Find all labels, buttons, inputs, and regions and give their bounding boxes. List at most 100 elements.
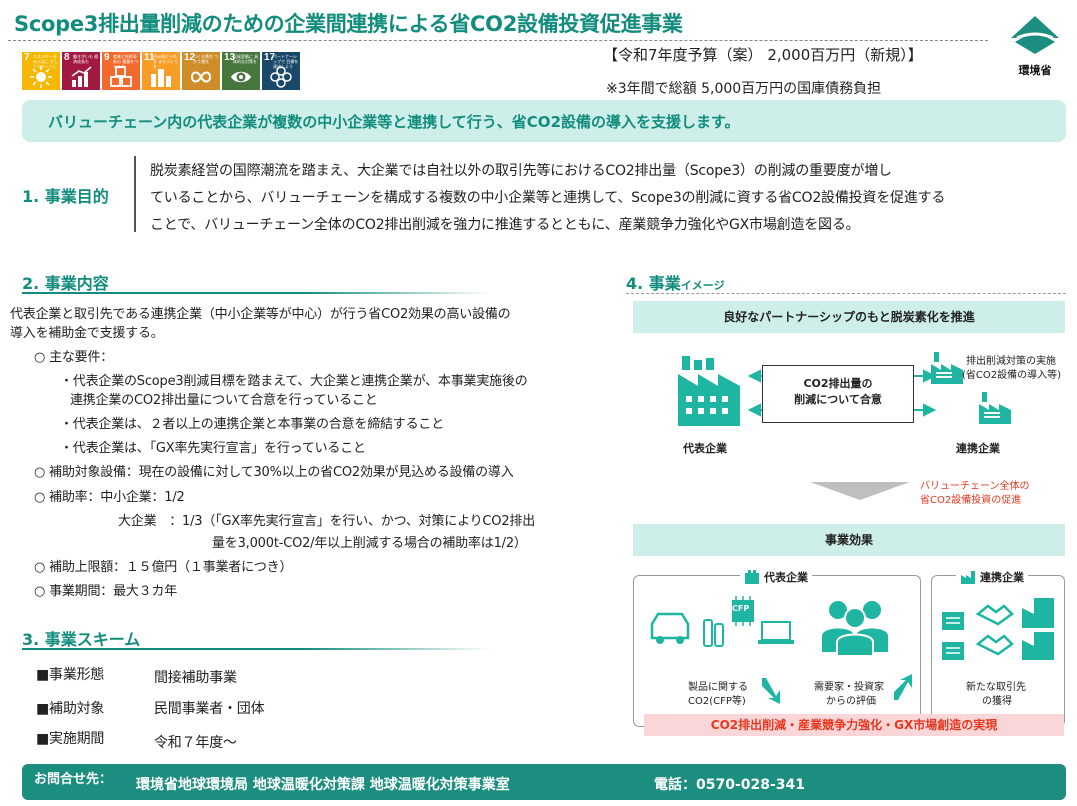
contact-label: お問合せ先： <box>34 772 113 787</box>
sdg-text: 気候変動に 具体的な対策を <box>233 54 259 64</box>
sdg-text: 住み続けられる まちづくりを <box>153 54 179 69</box>
evaluation-effect-text: 需要家・投資家 <box>814 682 884 693</box>
new-partners-text: の獲得 <box>982 696 1012 707</box>
evaluation-effect-text: からの評価 <box>826 696 876 707</box>
co2-box-text: CO2排出量の <box>803 377 873 390</box>
result-bar: CO2排出削減・産業競争力強化・GX市場創造の実現 <box>644 714 1064 736</box>
arrow-down-right-icon <box>762 678 780 704</box>
ministry-logo: 環境省 <box>1004 12 1066 78</box>
sdg-7-tile: 7 エネルギーをみんなに そしてクリーンに <box>22 52 60 90</box>
eligible-equipment: ○ 補助対象設備：現在の設備に対して30%以上の省CO2効果が見込める設備の導入 <box>34 465 514 480</box>
title-rule <box>8 40 988 41</box>
representative-effects-title-text: 代表企業 <box>764 571 808 584</box>
flower-icon <box>270 66 292 88</box>
value-chain-note: バリューチェーン全体の 省CO2設備投資の促進 <box>920 480 1030 508</box>
infinity-icon <box>190 71 212 83</box>
section2-heading: 2. 事業内容 <box>22 274 109 293</box>
partner-effects-title-text: 連携企業 <box>980 571 1024 584</box>
sdg-text: エネルギーをみんなに そしてクリーンに <box>33 54 59 69</box>
sdg-number: 8 <box>64 52 70 63</box>
purpose-line: ことで、バリューチェーン全体のCO2排出削減を強力に推進するとともに、産業競争力… <box>150 217 860 233</box>
factory-icon <box>678 356 740 426</box>
sdg-17-tile: 17 パートナーシップで 目標を達成しよう <box>262 52 300 90</box>
section4-heading: 4. 事業イメージ <box>626 270 725 294</box>
subsidy-rate: ○ 補助率：中小企業：1/2 <box>34 490 185 505</box>
representative-effects-title: 代表企業 <box>740 569 812 585</box>
sdg-number: 17 <box>264 52 276 63</box>
factory-small-icon <box>961 571 975 584</box>
scheme-value: 間接補助事業 <box>154 670 237 686</box>
partner-company-label: 連携企業 <box>956 442 1000 455</box>
cfp-chip-label: CFP <box>732 604 750 613</box>
purpose-line: 脱炭素経営の国際潮流を踏まえ、大企業では自社以外の取引先等におけるCO2排出量（… <box>150 163 892 179</box>
sdg-13-tile: 13 気候変動に 具体的な対策を <box>222 52 260 90</box>
requirements-heading: ○ 主な要件： <box>34 350 114 365</box>
co2-box-text: 削減について合意 <box>794 393 882 406</box>
representative-company-label: 代表企業 <box>683 442 727 455</box>
contact-phone: 電話：0570-028-341 <box>654 777 806 793</box>
down-chevron-icon <box>810 482 910 500</box>
budget-note: ※3年間で総額 5,000百万円の国庫債務負担 <box>606 81 882 97</box>
arrow-up-right-icon <box>894 674 912 700</box>
scheme-label: ■実施期間 <box>36 731 105 747</box>
section4-heading-sub: イメージ <box>680 279 725 292</box>
cubes-icon <box>110 66 132 87</box>
sdg-text: パートナーシップで 目標を達成しよう <box>273 54 299 69</box>
subsidy-limit: ○ 補助上限額：１５億円（１事業者につき） <box>34 560 293 575</box>
value-chain-note-line: バリューチェーン全体の <box>920 481 1030 492</box>
requirement-item: ・代表企業は、「GX率先実行宣言」を行っていること <box>60 441 366 456</box>
section1-divider <box>134 156 136 232</box>
sdg-number: 12 <box>184 52 196 63</box>
sdg-12-tile: 12 つくる責任 つかう責任 <box>182 52 220 90</box>
ministry-logo-icon <box>1011 16 1059 54</box>
summary-banner-text: バリューチェーン内の代表企業が複数の中小企業等と連携して行う、省CO2設備の導入… <box>48 113 740 131</box>
scheme-value: 令和７年度～ <box>154 735 237 751</box>
section2-rule <box>22 292 492 294</box>
handshake-icons <box>942 598 1054 660</box>
section3-heading: 3. 事業スキーム <box>22 630 141 649</box>
sdg-11-tile: 11 住み続けられる まちづくりを <box>142 52 180 90</box>
reduction-note: (省CO2設備の導入等) <box>962 370 1062 381</box>
sdgs-icons: 7 エネルギーをみんなに そしてクリーンに 8 働きがいも 経済成長も 9 産業… <box>22 52 300 90</box>
subsidy-rate-large: 量を3,000t-CO2/年以上削減する場合の補助率は1/2） <box>212 536 527 551</box>
page-title: Scope3排出量削減のための企業間連携による省CO2設備投資促進事業 <box>14 12 683 36</box>
section3-rule <box>22 648 492 650</box>
sdg-number: 7 <box>24 52 30 63</box>
city-icon <box>151 69 171 87</box>
section4-rule <box>626 293 1066 294</box>
scheme-label: ■事業形態 <box>36 667 105 683</box>
content-intro: 導入を補助金で支援する。 <box>10 326 164 341</box>
sdg-number: 13 <box>224 52 236 63</box>
contact-organization: 環境省地球環境局 地球温暖化対策課 地球温暖化対策事業室 <box>136 777 510 793</box>
sdg-number: 11 <box>144 52 155 63</box>
investors-icon <box>822 601 888 656</box>
product-icons <box>650 596 794 647</box>
requirement-item: ・代表企業は、２者以上の連携企業と本事業の合意を締結すること <box>60 417 445 432</box>
summary-banner <box>22 100 1066 142</box>
value-chain-note-line: 省CO2設備投資の促進 <box>920 495 1022 506</box>
growth-chart-icon <box>71 66 92 87</box>
partner-factory-icon <box>931 352 963 384</box>
sdg-text: 働きがいも 経済成長も <box>73 54 99 64</box>
section1-heading: 1. 事業目的 <box>22 187 109 206</box>
requirement-item: ・代表企業のScope3削減目標を踏まえて、大企業と連携企業が、本事業実施後の <box>60 374 528 389</box>
partnership-bar: 良好なパートナーシップのもと脱炭素化を推進 <box>633 301 1065 333</box>
scheme-label: ■補助対象 <box>36 701 105 717</box>
cfp-effect-text: 製品に関する <box>688 682 748 693</box>
budget-amount: 【令和7年度予算（案） 2,000百万円（新規）】 <box>603 46 923 64</box>
sdg-number: 9 <box>104 52 110 63</box>
project-period: ○ 事業期間：最大３カ年 <box>34 584 178 599</box>
contact-footer <box>22 764 1066 800</box>
new-partners-text: 新たな取引先 <box>966 682 1026 693</box>
partner-effects-title: 連携企業 <box>956 569 1028 585</box>
scheme-value: 民間事業者・団体 <box>154 701 265 717</box>
reduction-note: 排出削減対策の実施 <box>966 356 1056 367</box>
co2-agreement-box: CO2排出量の 削減について合意 <box>762 365 914 423</box>
subsidy-rate-large: 大企業 ：1/3（「GX率先実行宣言」を行い、かつ、対策によりCO2排出 <box>118 514 536 529</box>
sdg-text: つくる責任 つかう責任 <box>193 54 219 64</box>
sdg-8-tile: 8 働きがいも 経済成長も <box>62 52 100 90</box>
sdg-9-tile: 9 産業と技術革新の 基盤をつくろう <box>102 52 140 90</box>
eye-globe-icon <box>231 71 251 83</box>
section4-heading-main: 4. 事業 <box>626 274 681 293</box>
cfp-effect-text: CO2(CFP等) <box>688 696 746 707</box>
